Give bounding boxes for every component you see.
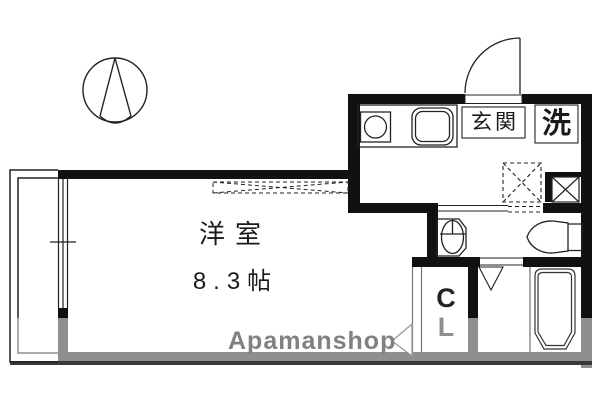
- closet-label-l: L: [437, 312, 455, 342]
- compass-icon: [82, 57, 148, 124]
- overhead-cabinet-diag2: [212, 181, 349, 194]
- wall-washroom-left: [427, 203, 438, 259]
- wall-kitchen-bottom: [348, 203, 430, 213]
- room-name-label: 洋室: [198, 219, 271, 249]
- watermark-text: Apamanshop: [228, 327, 397, 355]
- wall-closet-top: [412, 257, 480, 267]
- toilet-icon: [526, 220, 583, 254]
- balcony-outer-line: [9, 169, 58, 363]
- room-size-label: 8.3帖: [192, 268, 279, 295]
- entrance-door-arc: [464, 37, 521, 94]
- compass-needle: [99, 57, 132, 117]
- entrance-door-icon: [464, 37, 523, 104]
- refrigerator-diag2: [502, 162, 542, 203]
- bath-door-triangle: [478, 266, 504, 292]
- wall-pipespace-top: [545, 172, 581, 177]
- overhead-cabinet-diag1: [212, 181, 349, 194]
- compass-circle: [82, 57, 148, 123]
- compass-base-arc: [99, 115, 132, 124]
- kitchen-counter-outline: [357, 104, 458, 148]
- wash-basin-icon: [436, 218, 467, 257]
- wall-closet-right-upper: [468, 267, 478, 318]
- balcony: [9, 169, 58, 363]
- wall-room-top: [58, 170, 348, 179]
- entrance-area-box: [461, 106, 526, 139]
- window-icon: [50, 179, 76, 308]
- wall-left-stub: [58, 308, 68, 318]
- entrance-threshold: [464, 94, 523, 104]
- pipe-space-outline: [551, 176, 580, 203]
- stove-burner-icon: [363, 115, 388, 139]
- wall-closet-right-lower-gray: [468, 318, 478, 352]
- balcony-inner-line-upper: [17, 177, 58, 318]
- pipe-space-diag2: [551, 176, 580, 203]
- walls-gray: [10, 318, 592, 368]
- wall-pipespace-left: [545, 172, 552, 202]
- refrigerator-diag1: [502, 162, 542, 203]
- refrigerator-space-icon: [502, 162, 545, 213]
- kitchen-sink-inner: [414, 110, 451, 143]
- bath-door-icon: [478, 257, 523, 292]
- wall-kitchen-left: [348, 94, 360, 213]
- wall-bottom-gray: [58, 352, 592, 361]
- overhead-cabinet-outline: [212, 181, 349, 194]
- laundry-label: 洗: [541, 107, 571, 140]
- kitchen-counter: [357, 104, 458, 148]
- closet-door-arrow-icon: [390, 322, 413, 358]
- walls-black: [58, 94, 592, 318]
- bathtub-inner: [537, 271, 573, 347]
- washroom-sliding-door-icon: [437, 205, 508, 212]
- toilet-tank: [568, 223, 583, 252]
- closet-label-c: C: [436, 283, 456, 313]
- bathtub-outer: [534, 268, 576, 350]
- overhead-cabinet-icon: [212, 181, 349, 194]
- wall-right-lower-gray: [581, 318, 592, 368]
- bathtub-icon: [534, 268, 576, 350]
- wall-top-right-of-entrance: [522, 94, 592, 104]
- laundry-area-box: [534, 104, 579, 144]
- wall-bottom-dark-line: [10, 361, 592, 365]
- balcony-inner-line-lower: [17, 318, 58, 354]
- closet-partition: [411, 267, 423, 352]
- kitchen-sink-icon: [411, 107, 454, 146]
- wall-bath-top: [523, 257, 592, 267]
- toilet-bowl: [526, 220, 569, 254]
- stove-box: [359, 111, 392, 143]
- wash-basin-outline: [436, 218, 467, 257]
- refrigerator-outline: [502, 162, 542, 203]
- wall-washroom-topright: [543, 203, 592, 213]
- pipe-space-icon: [551, 176, 580, 203]
- entrance-label: 玄関: [471, 111, 519, 134]
- wall-left-lower-gray: [58, 318, 68, 352]
- wall-top-left-of-entrance: [348, 94, 465, 104]
